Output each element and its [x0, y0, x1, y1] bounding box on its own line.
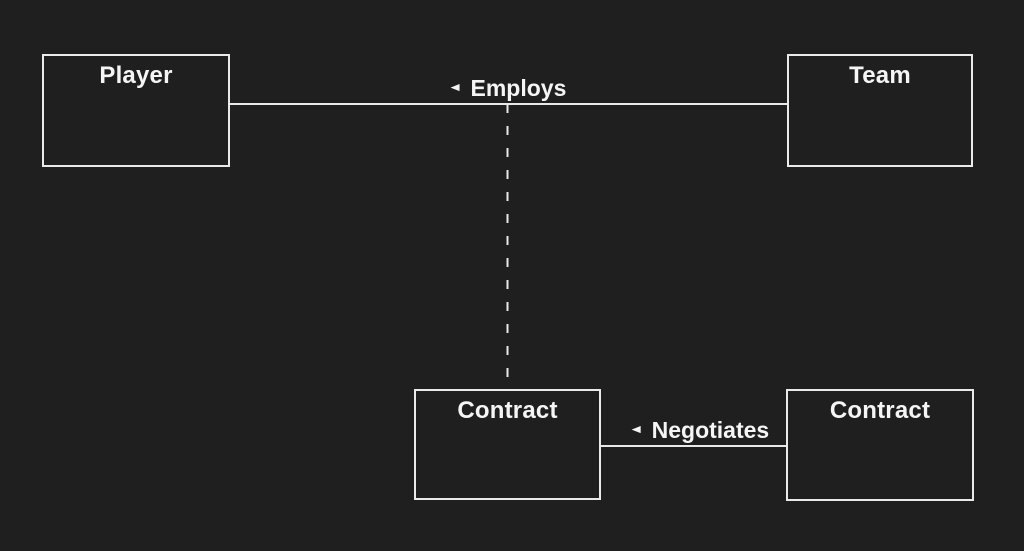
left-arrow-icon: ◄	[628, 422, 644, 437]
entity-contract-right[interactable]: Contract	[786, 389, 974, 501]
entity-contract-left[interactable]: Contract	[414, 389, 601, 500]
left-arrow-icon: ◄	[447, 80, 463, 95]
entity-contract-right-label: Contract	[829, 397, 931, 424]
entity-contract-left-label: Contract	[457, 397, 558, 424]
entity-team[interactable]: Team	[787, 54, 973, 167]
entity-player[interactable]: Player	[42, 54, 230, 167]
entity-team-label: Team	[849, 62, 911, 89]
relationship-employs-label: Employs	[470, 75, 567, 101]
relationship-employs[interactable]: ◄ Employs	[448, 76, 567, 100]
entity-player-label: Player	[99, 62, 173, 89]
relationship-negotiates-label: Negotiates	[651, 417, 770, 443]
relationship-negotiates[interactable]: ◄ Negotiates	[629, 418, 769, 442]
